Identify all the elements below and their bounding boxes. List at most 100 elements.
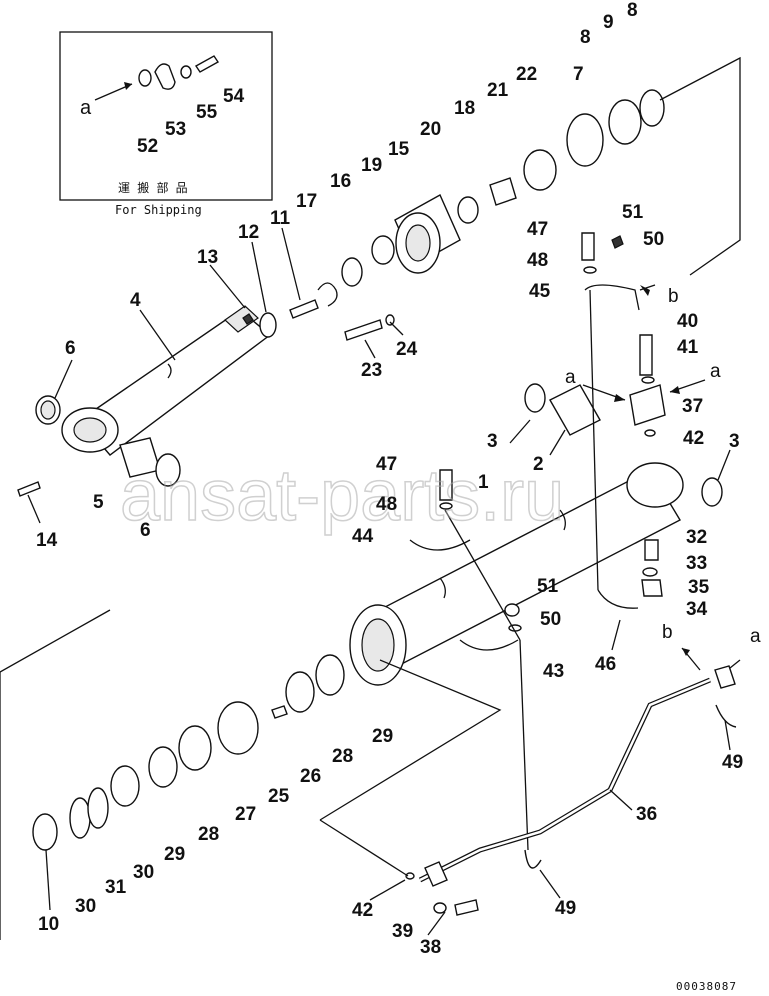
part-label-41: 41 <box>677 337 699 358</box>
part-label-3: 3 <box>487 431 498 452</box>
piston-components <box>32 654 345 851</box>
part-label-2: 2 <box>533 454 544 475</box>
part-label-42-b: 42 <box>352 900 373 921</box>
part-label-30-b: 30 <box>75 896 96 917</box>
part-label-52: 52 <box>137 136 158 157</box>
part-label-30: 30 <box>133 862 154 883</box>
bolt-part <box>194 55 220 73</box>
seal-3-right <box>701 477 723 507</box>
part-label-9: 9 <box>603 12 614 33</box>
tube-eye <box>626 462 684 508</box>
part-label-21: 21 <box>487 80 509 101</box>
part-label-31: 31 <box>105 877 127 898</box>
part-label-8-top: 8 <box>627 0 638 21</box>
part-label-33: 33 <box>686 553 707 574</box>
bolt-41 <box>639 334 653 376</box>
part-label-3-right: 3 <box>729 431 740 452</box>
ref-letter-b-2: b <box>662 622 673 643</box>
part-label-47: 47 <box>527 219 548 240</box>
bushing-5 <box>119 437 181 487</box>
ref-letter-b-1: b <box>668 286 679 307</box>
ref-letter-a: a <box>80 97 92 119</box>
bushing-2 <box>524 383 601 436</box>
part-label-12: 12 <box>238 222 259 243</box>
washer-part <box>138 69 152 87</box>
part-label-54: 54 <box>223 86 245 107</box>
shipping-label-jp: 運 搬 部 品 <box>118 180 188 195</box>
part-label-28-b: 28 <box>332 746 353 767</box>
bolt-38 <box>454 899 479 916</box>
part-label-8: 8 <box>580 27 591 48</box>
bushing-left <box>35 395 61 425</box>
inset-frame <box>59 31 273 201</box>
part-label-7: 7 <box>573 64 584 85</box>
part-label-23: 23 <box>361 360 382 381</box>
ref-letter-a-2: a <box>710 361 721 382</box>
part-label-48: 48 <box>527 250 548 271</box>
part-label-49-b: 49 <box>555 898 576 919</box>
part-label-16: 16 <box>330 171 351 192</box>
piston-rod <box>61 305 272 456</box>
part-label-26: 26 <box>300 766 321 787</box>
part-label-22: 22 <box>516 64 537 85</box>
part-label-50-b: 50 <box>540 609 561 630</box>
part-label-45: 45 <box>529 281 551 302</box>
part-label-40: 40 <box>677 311 698 332</box>
part-labels: 1 2 3 3 4 5 6 6 7 8 8 9 10 11 12 13 14 1… <box>36 0 743 958</box>
part-label-17: 17 <box>296 191 317 212</box>
part-label-49: 49 <box>722 752 743 773</box>
label-leaders <box>27 227 731 936</box>
seal-7 <box>566 113 604 167</box>
part-label-44: 44 <box>352 526 374 547</box>
ref-letter-a-3: a <box>750 626 761 647</box>
part-label-10: 10 <box>38 914 59 935</box>
part-label-51-b: 51 <box>537 576 559 597</box>
hydraulic-pipe-36 <box>418 665 737 887</box>
part-label-39: 39 <box>392 921 413 942</box>
rod-components <box>242 89 665 341</box>
part-label-19: 19 <box>361 155 382 176</box>
part-label-53: 53 <box>165 119 186 140</box>
drawing-id: 00038087 <box>676 980 737 993</box>
piston-25 <box>217 701 259 755</box>
part-label-25: 25 <box>268 786 290 807</box>
part-label-18: 18 <box>454 98 475 119</box>
part-label-51: 51 <box>622 202 644 223</box>
part-label-37: 37 <box>682 396 703 417</box>
clamp-44 <box>409 539 471 551</box>
clamp-45 <box>584 284 640 311</box>
shipping-inset <box>59 31 273 201</box>
ref-letter-a-1: a <box>565 367 576 388</box>
part-label-50: 50 <box>643 229 664 250</box>
part-label-13: 13 <box>197 247 218 268</box>
grease-fitting-14 <box>17 481 41 497</box>
part-label-11: 11 <box>270 208 291 229</box>
part-label-4: 4 <box>130 290 141 311</box>
part-label-46: 46 <box>595 654 616 675</box>
part-label-32: 32 <box>686 527 707 548</box>
part-label-47-b: 47 <box>376 454 397 475</box>
part-label-20: 20 <box>420 119 441 140</box>
part-label-28: 28 <box>198 824 219 845</box>
part-label-29: 29 <box>164 844 185 865</box>
part-label-43: 43 <box>543 661 564 682</box>
part-label-34: 34 <box>686 599 708 620</box>
part-label-36: 36 <box>636 804 657 825</box>
shipping-label-en: For Shipping <box>115 203 202 217</box>
part-label-24: 24 <box>396 339 418 360</box>
part-label-29-b: 29 <box>372 726 393 747</box>
part-label-15: 15 <box>388 139 410 160</box>
part-label-35: 35 <box>688 577 710 598</box>
clamp-46 <box>597 589 639 609</box>
part-label-42: 42 <box>683 428 704 449</box>
clamp-43 <box>459 639 519 651</box>
valve-block-37 <box>629 384 666 426</box>
watermark: ansat-parts.ru <box>120 456 564 536</box>
part-label-6-lower: 6 <box>140 520 151 541</box>
part-label-5: 5 <box>93 492 104 513</box>
part-label-6: 6 <box>65 338 76 359</box>
part-label-55: 55 <box>196 102 218 123</box>
part-label-38: 38 <box>420 937 441 958</box>
